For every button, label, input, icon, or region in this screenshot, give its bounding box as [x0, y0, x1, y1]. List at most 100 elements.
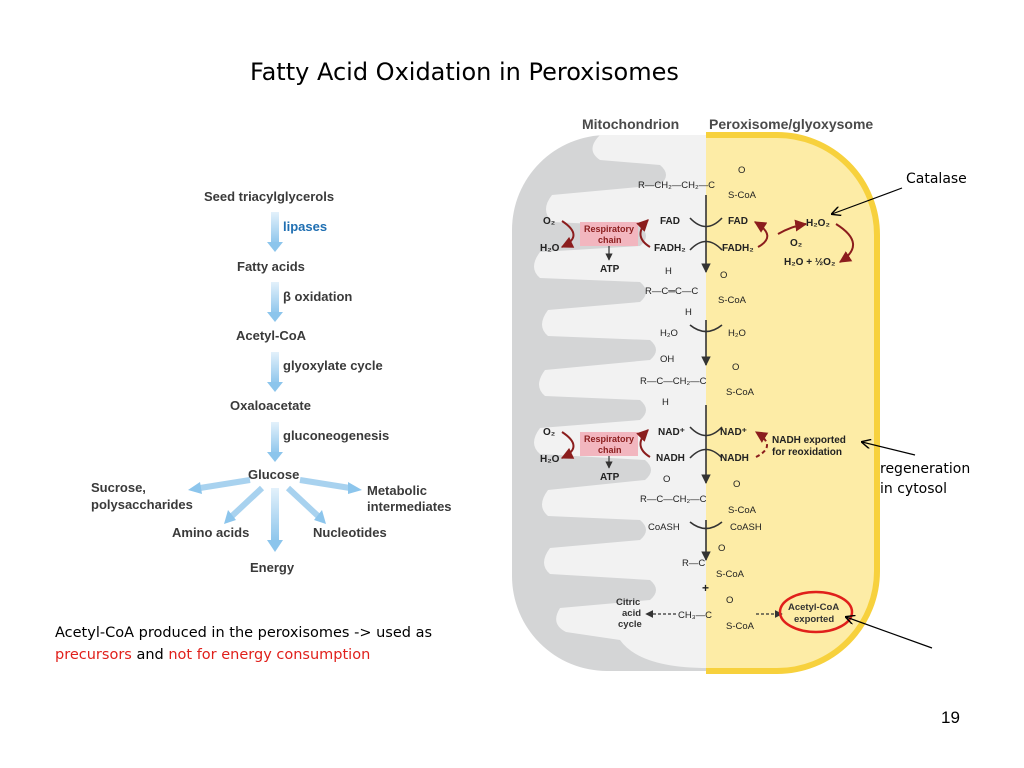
mol-scoa-6: S-CoA [726, 621, 755, 632]
mito-arc-1 [560, 220, 575, 248]
flow-lipases: lipases [283, 219, 328, 234]
mol-h-top: H [665, 266, 672, 277]
mol-ketoacyl: R—C—CH₂—C [640, 494, 707, 505]
perox-nad-arc [754, 431, 769, 458]
flow-arrow-1 [267, 212, 283, 252]
catalase-arc [835, 223, 854, 263]
note-not-energy: not for energy consumption [168, 647, 371, 663]
flow-arrow-sucrose [188, 477, 251, 494]
mol-o-3: O [732, 362, 739, 373]
header-peroxisome: Peroxisome/glyoxysome [709, 116, 873, 132]
mol-h-bottom: H [685, 307, 692, 318]
acetyl-pointer [846, 617, 933, 649]
header-mitochondrion: Mitochondrion [582, 116, 679, 132]
mito-fad: FAD [660, 216, 680, 227]
page-title: Fatty Acid Oxidation in Peroxisomes [250, 58, 679, 86]
mol-o-4: O [733, 479, 740, 490]
perox-nadh: NADH [720, 453, 749, 464]
mito-nad-arc [636, 429, 651, 458]
flow-nucleotides: Nucleotides [313, 525, 387, 540]
mol-o-6: O [726, 595, 733, 606]
mito-o2-1: O₂ [543, 216, 555, 227]
mito-h2o-2: H₂O [540, 454, 560, 465]
flow-arrow-metabolic [299, 477, 362, 494]
mol-o-keto-top: O [663, 474, 670, 485]
flow-arrow-energy [267, 488, 283, 552]
callout-regeneration-line1: regeneration [880, 461, 971, 477]
resp-chain-box-2 [580, 432, 638, 456]
mol-h-3: H [662, 397, 669, 408]
perox-o2: O₂ [790, 238, 802, 249]
resp-chain-1-line2: chain [598, 235, 622, 245]
mol-oh: OH [660, 354, 674, 365]
note-precursors: precursors [55, 647, 132, 663]
mol-o-5: O [718, 543, 725, 554]
peroxisome-shape [706, 132, 880, 674]
mitochondrion-shape [512, 135, 708, 671]
nadh-exported-line2: for reoxidation [772, 447, 842, 458]
flow-seed-triacylglycerols: Seed triacylglycerols [204, 189, 335, 204]
flowchart-arrows [188, 212, 362, 552]
resp-chain-2-line1: Respiratory [584, 434, 634, 444]
acetyl-exported-line1: Acetyl-CoA [788, 602, 839, 613]
citric-line3: cycle [618, 619, 642, 630]
flow-oxaloacetate: Oxaloacetate [230, 398, 311, 413]
flow-acetyl-coa: Acetyl-CoA [236, 328, 307, 343]
mito-fad-arc [636, 219, 651, 248]
central-flow-arrows [689, 195, 723, 561]
mol-shortened: R—C [682, 558, 705, 569]
flow-arrow-2 [267, 282, 283, 322]
flow-amino-acids: Amino acids [172, 525, 250, 540]
flow-sucrose-line1: Sucrose, [91, 480, 146, 495]
perox-h2o-hyd: H₂O [728, 328, 746, 339]
page-number: 19 [941, 708, 960, 727]
regeneration-pointer [862, 442, 916, 456]
perox-nad: NAD⁺ [720, 427, 747, 438]
flow-sucrose-line2: polysaccharides [91, 497, 193, 512]
perox-fad-arc [753, 221, 769, 248]
flow-glyoxylate-cycle: glyoxylate cycle [283, 358, 383, 373]
catalase-pointer [832, 187, 903, 214]
citric-line2: acid [622, 608, 641, 619]
flow-metabolic-line1: Metabolic [367, 483, 427, 498]
resp-chain-2-line2: chain [598, 445, 622, 455]
mito-arc-2 [560, 431, 575, 459]
note-and: and [131, 647, 169, 663]
callout-regeneration-line2: in cytosol [880, 481, 947, 497]
mol-acetyl: CH₃—C [678, 610, 712, 621]
mito-o2-2: O₂ [543, 427, 555, 438]
mol-scoa-5: S-CoA [716, 569, 745, 580]
bottom-note: Acetyl-CoA produced in the peroxisomes -… [55, 622, 485, 666]
resp-chain-box-1 [580, 222, 638, 246]
flow-glucose: Glucose [248, 467, 300, 482]
flow-arrow-amino [224, 485, 265, 524]
mito-nadh: NADH [656, 453, 685, 464]
perox-o2-arc [777, 219, 808, 235]
flow-energy: Energy [250, 560, 295, 575]
mol-scoa-4: S-CoA [728, 505, 757, 516]
flow-arrow-4 [267, 422, 283, 462]
mol-acyl-coa: R—CH₂—CH₂—C [638, 180, 715, 191]
flow-arrow-nucleotides [285, 485, 326, 524]
atp-1: ATP [600, 264, 620, 275]
mito-fadh2: FADH₂ [654, 243, 686, 254]
mito-coash: CoASH [648, 522, 680, 533]
flow-metabolic-line2: intermediates [367, 499, 452, 514]
callout-catalase: Catalase [906, 171, 967, 187]
note-text-1: Acetyl-CoA produced in the peroxisomes -… [55, 625, 433, 641]
acetyl-exported-highlight [778, 590, 854, 634]
perox-h2o2: H₂O₂ [806, 218, 830, 229]
acetyl-exported-line2: exported [794, 614, 834, 625]
citric-line1: Citric [616, 597, 640, 608]
perox-fadh2: FADH₂ [722, 243, 754, 254]
perox-coash: CoASH [730, 522, 762, 533]
mol-enoyl: R—C═C—C [645, 286, 698, 297]
mol-scoa-3: S-CoA [726, 387, 755, 398]
flow-gluconeogenesis: gluconeogenesis [283, 428, 390, 443]
mol-o-1: O [738, 165, 745, 176]
perox-fad: FAD [728, 216, 748, 227]
mito-nad: NAD⁺ [658, 427, 685, 438]
flow-fatty-acids: Fatty acids [237, 259, 305, 274]
nadh-exported-line1: NADH exported [772, 435, 846, 446]
